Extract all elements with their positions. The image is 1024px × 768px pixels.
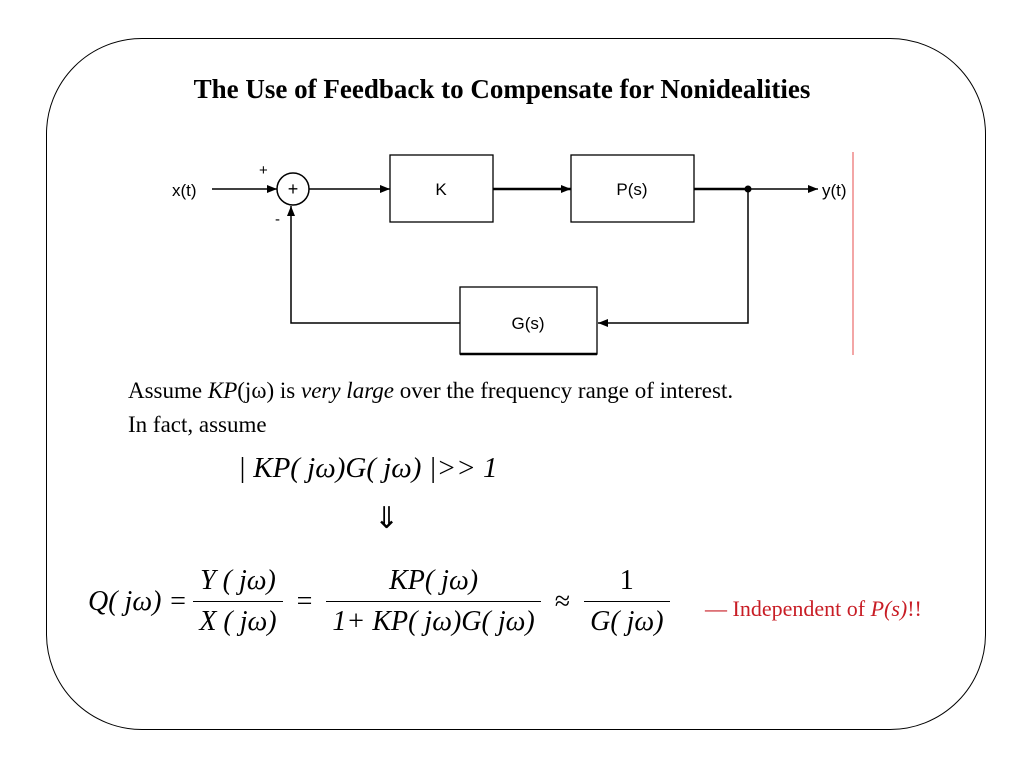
feedback-block-label: G(s) bbox=[511, 314, 544, 333]
closed-loop-equation: Q( jω) = Y ( jω) X ( jω) = KP( jω) 1+ KP… bbox=[88, 565, 676, 638]
fraction-inverse-g: 1 G( jω) bbox=[584, 565, 670, 638]
implies-arrow: ⇓ bbox=[374, 502, 400, 535]
input-label: x(t) bbox=[172, 181, 197, 200]
summing-junction-symbol: + bbox=[288, 179, 299, 199]
slide-title: The Use of Feedback to Compensate for No… bbox=[193, 74, 811, 104]
assumption-line-1: Assume KP(jω) is very large over the fre… bbox=[128, 378, 734, 403]
plant-block bbox=[570, 154, 695, 223]
independence-note: — Independent of P(s)!! bbox=[705, 596, 922, 621]
feedback-path-right bbox=[598, 189, 749, 327]
fraction-closed-loop: KP( jω) 1+ KP( jω)G( jω) bbox=[326, 565, 541, 638]
feedback-path-left bbox=[287, 206, 460, 324]
plant-block-label: P(s) bbox=[616, 180, 647, 199]
loop-gain-condition: | KP( jω)G( jω) |>> 1 bbox=[238, 452, 498, 484]
q-lhs: Q( jω) = bbox=[88, 585, 188, 617]
sum-minus-sign: - bbox=[275, 211, 280, 228]
gain-block-label: K bbox=[435, 180, 447, 199]
fraction-y-over-x: Y ( jω) X ( jω) bbox=[193, 565, 283, 638]
equals-sign: = bbox=[296, 585, 313, 617]
output-label: y(t) bbox=[822, 181, 847, 200]
approx-sign: ≈ bbox=[554, 585, 571, 617]
gain-block bbox=[389, 154, 494, 223]
sum-plus-sign: + bbox=[259, 162, 268, 179]
assumption-line-2: In fact, assume bbox=[128, 412, 267, 437]
slide-frame bbox=[46, 38, 986, 730]
feedback-block bbox=[459, 286, 598, 355]
